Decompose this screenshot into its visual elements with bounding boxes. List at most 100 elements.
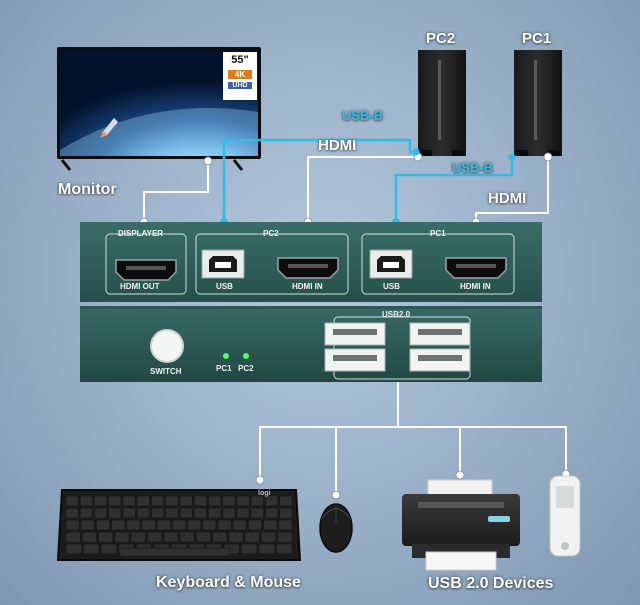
pc2-label: PC2 xyxy=(426,30,456,47)
hdmi-in-port-pc2 xyxy=(277,257,339,279)
keyboard-logo: logi xyxy=(258,490,271,497)
pc2-tower xyxy=(418,50,466,156)
keyboard-key xyxy=(65,495,79,507)
led-pc1-label: PC1 xyxy=(216,364,232,373)
keyboard-key xyxy=(278,519,293,531)
keyboard-key xyxy=(187,519,202,531)
keyboard-key xyxy=(141,519,156,531)
kvm-back-panel xyxy=(80,306,542,382)
pc2-case xyxy=(418,50,466,156)
keyboard-key xyxy=(258,543,275,555)
keyboard-key xyxy=(208,495,221,507)
keyboard-key xyxy=(147,531,162,543)
monitor-uhd-badge: UHD xyxy=(228,82,252,89)
pc1-group-label: PC1 xyxy=(430,229,446,238)
keyboard-key xyxy=(80,519,95,531)
keyboard-key xyxy=(65,519,80,531)
pc1-tower xyxy=(514,50,562,156)
kvm-front-panel xyxy=(80,222,542,302)
pc2-group-label: PC2 xyxy=(263,229,279,238)
mouse-body xyxy=(319,503,353,553)
switch-button xyxy=(150,329,184,363)
keyboard-keys xyxy=(65,495,293,557)
led-pc2 xyxy=(243,353,249,359)
keyboard-key xyxy=(236,495,250,507)
pc1-label: PC1 xyxy=(522,30,552,47)
switch-label: SWITCH xyxy=(150,367,182,376)
monitor-size-badge: 55" xyxy=(231,54,249,66)
keyboard-key xyxy=(65,543,82,555)
keyboard-key xyxy=(137,507,150,519)
cables xyxy=(143,138,567,494)
usb-b-port-pc2 xyxy=(201,249,245,279)
hdmi-in-pc2-label: HDMI IN xyxy=(292,282,323,291)
keyboard-key xyxy=(108,495,122,507)
keyboard-key xyxy=(248,519,262,531)
keyboard-key xyxy=(137,495,150,507)
pc2-usb-b-cable xyxy=(222,138,416,222)
keyboard-key xyxy=(279,507,293,519)
keyboard-key xyxy=(122,507,136,519)
keyboard-key xyxy=(222,507,236,519)
keyboard-key xyxy=(82,531,97,543)
keyboard-key xyxy=(179,495,193,507)
keyboard-key xyxy=(122,495,136,507)
keyboard-key xyxy=(263,519,278,531)
usb-b-label-pc2: USB-B xyxy=(342,108,384,123)
keyboard-key xyxy=(165,507,179,519)
led-pc2-label: PC2 xyxy=(238,364,254,373)
keyboard-key xyxy=(265,507,278,519)
keyboard-key xyxy=(130,531,146,543)
keyboard-key xyxy=(251,507,264,519)
keyboard-key xyxy=(96,519,110,531)
keyboard-key xyxy=(80,507,93,519)
keyboard-mouse-label: Keyboard & Mouse xyxy=(156,574,301,591)
keyboard-key xyxy=(265,495,278,507)
keyboard-key xyxy=(279,495,293,507)
printer-paper-top xyxy=(427,479,493,497)
keyboard-key xyxy=(98,531,114,543)
led-pc1 xyxy=(223,353,229,359)
mouse xyxy=(319,503,353,553)
displayer-label: DISPLAYER xyxy=(118,229,164,238)
keyboard-key xyxy=(65,531,81,543)
pc1-case xyxy=(514,50,562,156)
pc1-usb-b-cable xyxy=(394,157,514,222)
keyboard-key xyxy=(163,531,179,543)
keyboard-key xyxy=(194,495,207,507)
monitor-foot-left xyxy=(60,159,72,171)
keyboard-key xyxy=(277,531,293,543)
keyboard-key xyxy=(94,495,107,507)
keyboard-key xyxy=(251,495,264,507)
keyboard-key xyxy=(276,543,293,555)
keyboard-key xyxy=(94,507,107,519)
keyboard-key xyxy=(202,519,217,531)
keyboard-key xyxy=(151,495,164,507)
keyboard-key xyxy=(222,495,236,507)
usb-pc1-label: USB xyxy=(383,282,400,291)
keyboard-key xyxy=(212,531,228,543)
keyboard-key xyxy=(80,495,93,507)
keyboard xyxy=(56,489,302,561)
keyboard-key xyxy=(156,519,171,531)
keyboard-key xyxy=(196,531,211,543)
usb-b-port-pc1 xyxy=(369,249,413,279)
keyboard-key xyxy=(111,519,126,531)
keyboard-key xyxy=(108,507,122,519)
hdmi-label-pc2: HDMI xyxy=(318,137,357,154)
usb20-label: USB2.0 xyxy=(382,310,411,319)
usb-a-ports xyxy=(324,322,471,372)
keyboard-key xyxy=(232,519,247,531)
hdmi-label-pc1: HDMI xyxy=(488,190,527,207)
keyboard-spacebar xyxy=(119,547,231,557)
keyboard-key xyxy=(83,543,100,555)
keyboard-key xyxy=(261,531,276,543)
keyboard-key xyxy=(179,531,195,543)
printer-paper-tray xyxy=(425,551,497,571)
keyboard-key xyxy=(65,507,79,519)
keyboard-key xyxy=(100,543,117,555)
usb-b-label-pc1: USB-B xyxy=(452,160,494,175)
keyboard-key xyxy=(172,519,186,531)
monitor-label: Monitor xyxy=(58,181,117,198)
